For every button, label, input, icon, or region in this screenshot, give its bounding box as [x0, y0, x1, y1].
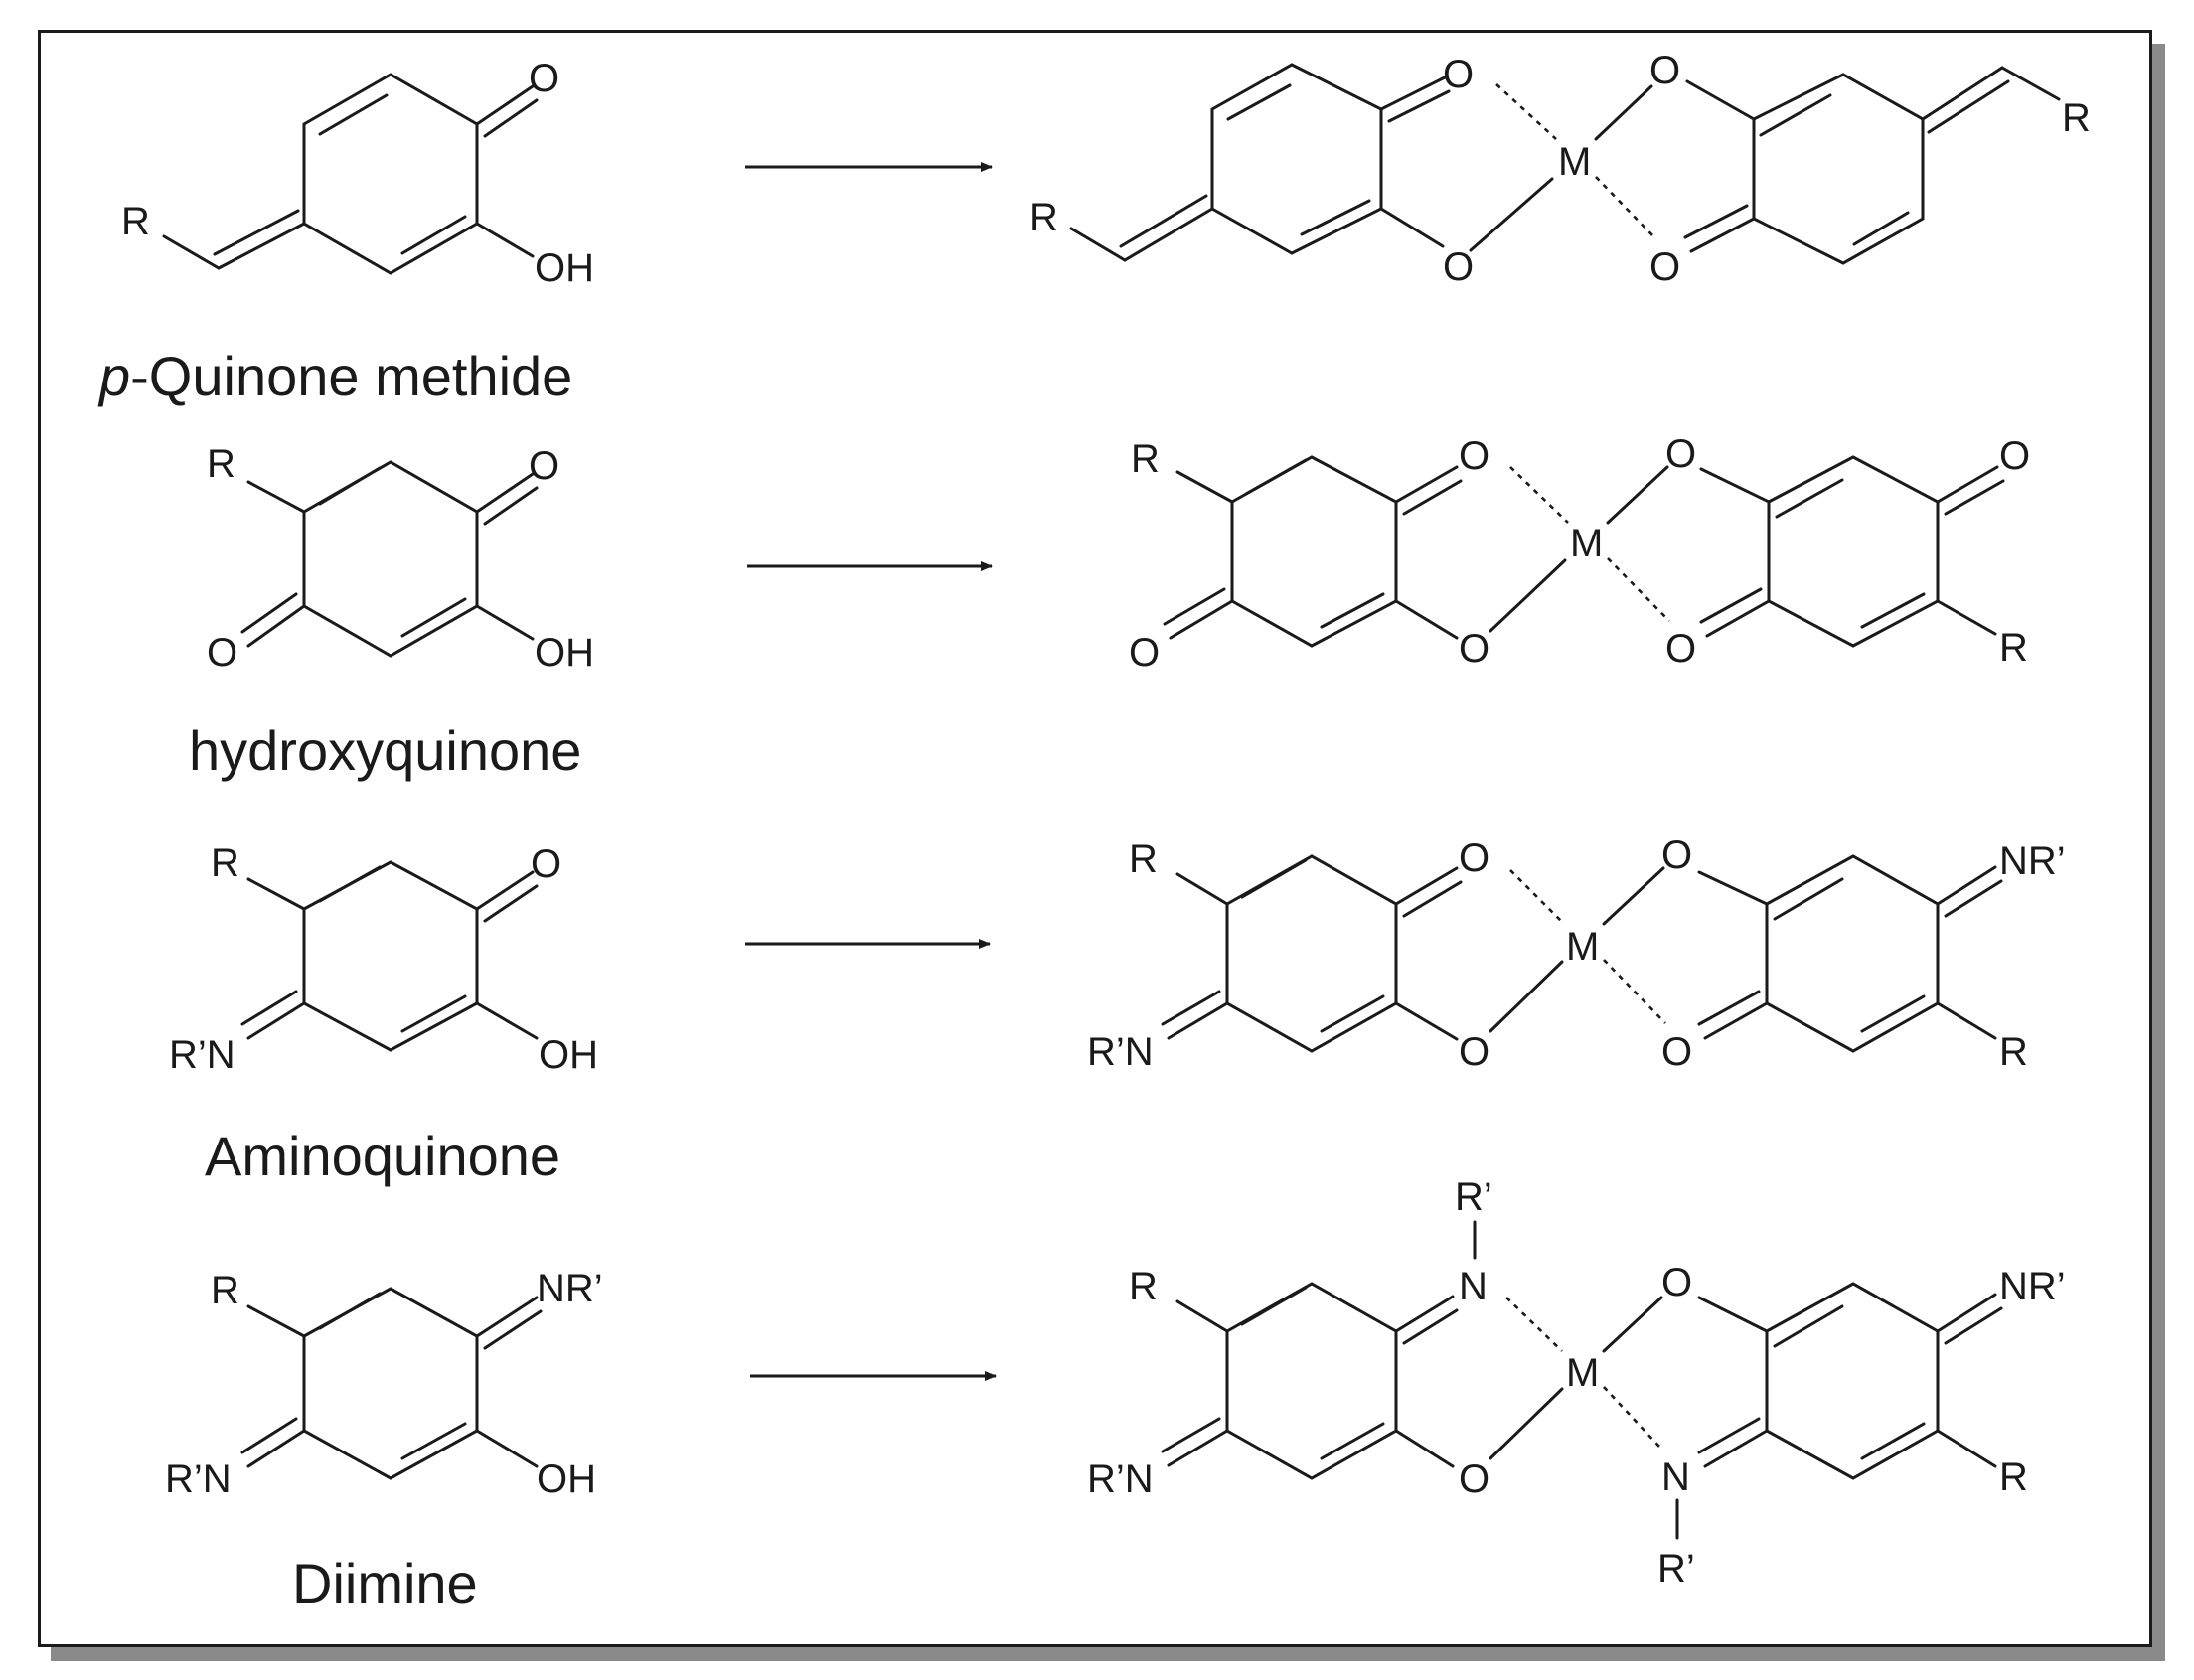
atom-rpn: R’N: [169, 1033, 235, 1077]
atom-nrp: NR’: [1999, 840, 2066, 883]
atom-o: O: [531, 842, 561, 886]
atom-o: O: [529, 444, 559, 488]
atom-r: R: [1131, 437, 1160, 481]
compound-name-p-quinone-methide: p-Quinone methide: [97, 345, 572, 407]
atom-rpn: R’N: [165, 1457, 232, 1501]
atom-r: R: [1999, 626, 2028, 670]
metal-center: M: [1566, 1351, 1599, 1395]
coordination-bond: [1603, 959, 1666, 1024]
reactant-diimine: NR’ OH R’N R: [165, 1267, 603, 1501]
atom-n: N: [1661, 1455, 1690, 1499]
atom-rp: R’: [1455, 1175, 1492, 1219]
atom-nrp: NR’: [537, 1267, 603, 1310]
atom-oh: OH: [535, 631, 594, 675]
atom-o: O: [1459, 627, 1489, 671]
product-diimine-complex: N R’ O R’N R M O N R’ NR’ R: [1087, 1175, 2066, 1591]
atom-r: R: [1999, 1030, 2028, 1074]
coordination-bond: [1509, 466, 1569, 524]
atom-rpn: R’N: [1087, 1457, 1154, 1501]
figure-frame: [38, 30, 2152, 1647]
atom-nrp: NR’: [1999, 1265, 2066, 1308]
atom-o: O: [529, 57, 559, 100]
coordination-bond: [1603, 1386, 1660, 1448]
product-aminoquinone-complex: O O R’N R M O O NR’ R: [1087, 834, 2066, 1074]
atom-r: R: [1029, 196, 1058, 239]
atom-o: O: [1661, 1030, 1692, 1074]
atom-r: R: [211, 1269, 239, 1312]
reactant-hydroxyquinone: O OH O R: [207, 442, 594, 675]
atom-r: R: [207, 442, 235, 486]
atom-o: O: [1665, 432, 1696, 476]
atom-o: O: [1459, 1030, 1489, 1074]
coordination-bond: [1509, 869, 1565, 925]
metal-center: M: [1570, 522, 1603, 565]
reactant-aminoquinone: O OH R’N R: [169, 841, 598, 1077]
atom-o: O: [1661, 834, 1692, 877]
atom-o: O: [207, 631, 237, 675]
product-p-quinone-methide-complex: O O R M O O R: [1029, 49, 2091, 289]
atom-o: O: [1661, 1261, 1692, 1304]
atom-r: R: [1129, 1265, 1158, 1308]
atom-r: R: [1129, 838, 1158, 881]
compound-name-rest: -Quinone methide: [130, 345, 572, 407]
metal-center: M: [1558, 140, 1591, 184]
compound-name-diimine: Diimine: [292, 1552, 478, 1614]
atom-o: O: [1649, 49, 1680, 92]
atom-o: O: [1129, 631, 1160, 675]
reactant-p-quinone-methide: O OH R: [121, 57, 594, 290]
atom-o: O: [1443, 245, 1474, 289]
compound-name-prefix: p: [97, 345, 130, 407]
atom-o: O: [1459, 434, 1489, 478]
coordination-bond: [1607, 557, 1670, 622]
coordination-bond: [1495, 83, 1557, 140]
metal-center: M: [1566, 925, 1599, 969]
atom-o: O: [1665, 627, 1696, 671]
atom-o: O: [1999, 434, 2030, 478]
atom-o: O: [1459, 1457, 1489, 1501]
coordination-bond: [1505, 1297, 1563, 1352]
compound-name-hydroxyquinone: hydroxyquinone: [189, 719, 581, 782]
atom-o: O: [1459, 837, 1489, 880]
compound-name-aminoquinone: Aminoquinone: [205, 1125, 560, 1187]
atom-oh: OH: [539, 1033, 598, 1077]
atom-o: O: [1649, 245, 1680, 289]
product-hydroxyquinone-complex: O O O R M O O O R: [1129, 432, 2030, 675]
atom-r: R: [1999, 1455, 2028, 1499]
atom-r: R: [121, 200, 150, 243]
atom-rpn: R’N: [1087, 1030, 1154, 1074]
atom-rp: R’: [1657, 1547, 1695, 1591]
atom-n: N: [1459, 1265, 1488, 1308]
atom-oh: OH: [535, 246, 594, 290]
atom-o: O: [1443, 53, 1474, 96]
atom-r: R: [211, 841, 239, 885]
atom-oh: OH: [537, 1457, 596, 1501]
atom-r: R: [2062, 96, 2091, 140]
coordination-bond: [1595, 176, 1656, 239]
